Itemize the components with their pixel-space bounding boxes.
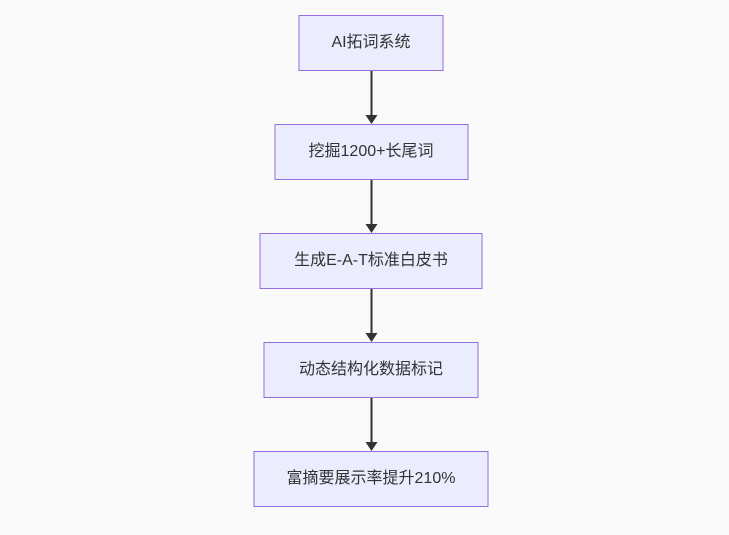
- flow-node-label: 动态结构化数据标记: [298, 361, 443, 378]
- flow-node-eat-whitepaper: 生成E-A-T标准白皮书: [259, 233, 483, 289]
- flow-node-rich-snippet-result: 富摘要展示率提升210%: [253, 451, 489, 507]
- flow-node-longtail-keywords: 挖掘1200+长尾词: [274, 124, 468, 180]
- arrow-down-icon: [365, 224, 377, 233]
- flow-edge-4: [365, 398, 377, 451]
- flowchart: AI拓词系统 挖掘1200+长尾词 生成E-A-T标准白皮书 动态结构化数据标记: [253, 15, 489, 507]
- flow-node-ai-word-system: AI拓词系统: [298, 15, 444, 71]
- flow-edge-3: [365, 289, 377, 342]
- edge-line: [370, 71, 372, 115]
- edge-line: [370, 180, 372, 224]
- flow-edge-2: [365, 180, 377, 233]
- flow-node-label: 生成E-A-T标准白皮书: [294, 252, 448, 269]
- arrow-down-icon: [365, 442, 377, 451]
- flow-node-label: AI拓词系统: [331, 34, 411, 51]
- edge-line: [370, 398, 372, 442]
- edge-line: [370, 289, 372, 333]
- flow-node-label: 富摘要展示率提升210%: [286, 470, 456, 487]
- arrow-down-icon: [365, 115, 377, 124]
- flow-node-label: 挖掘1200+长尾词: [308, 143, 434, 160]
- flow-edge-1: [365, 71, 377, 124]
- flow-node-structured-data: 动态结构化数据标记: [263, 342, 479, 398]
- arrow-down-icon: [365, 333, 377, 342]
